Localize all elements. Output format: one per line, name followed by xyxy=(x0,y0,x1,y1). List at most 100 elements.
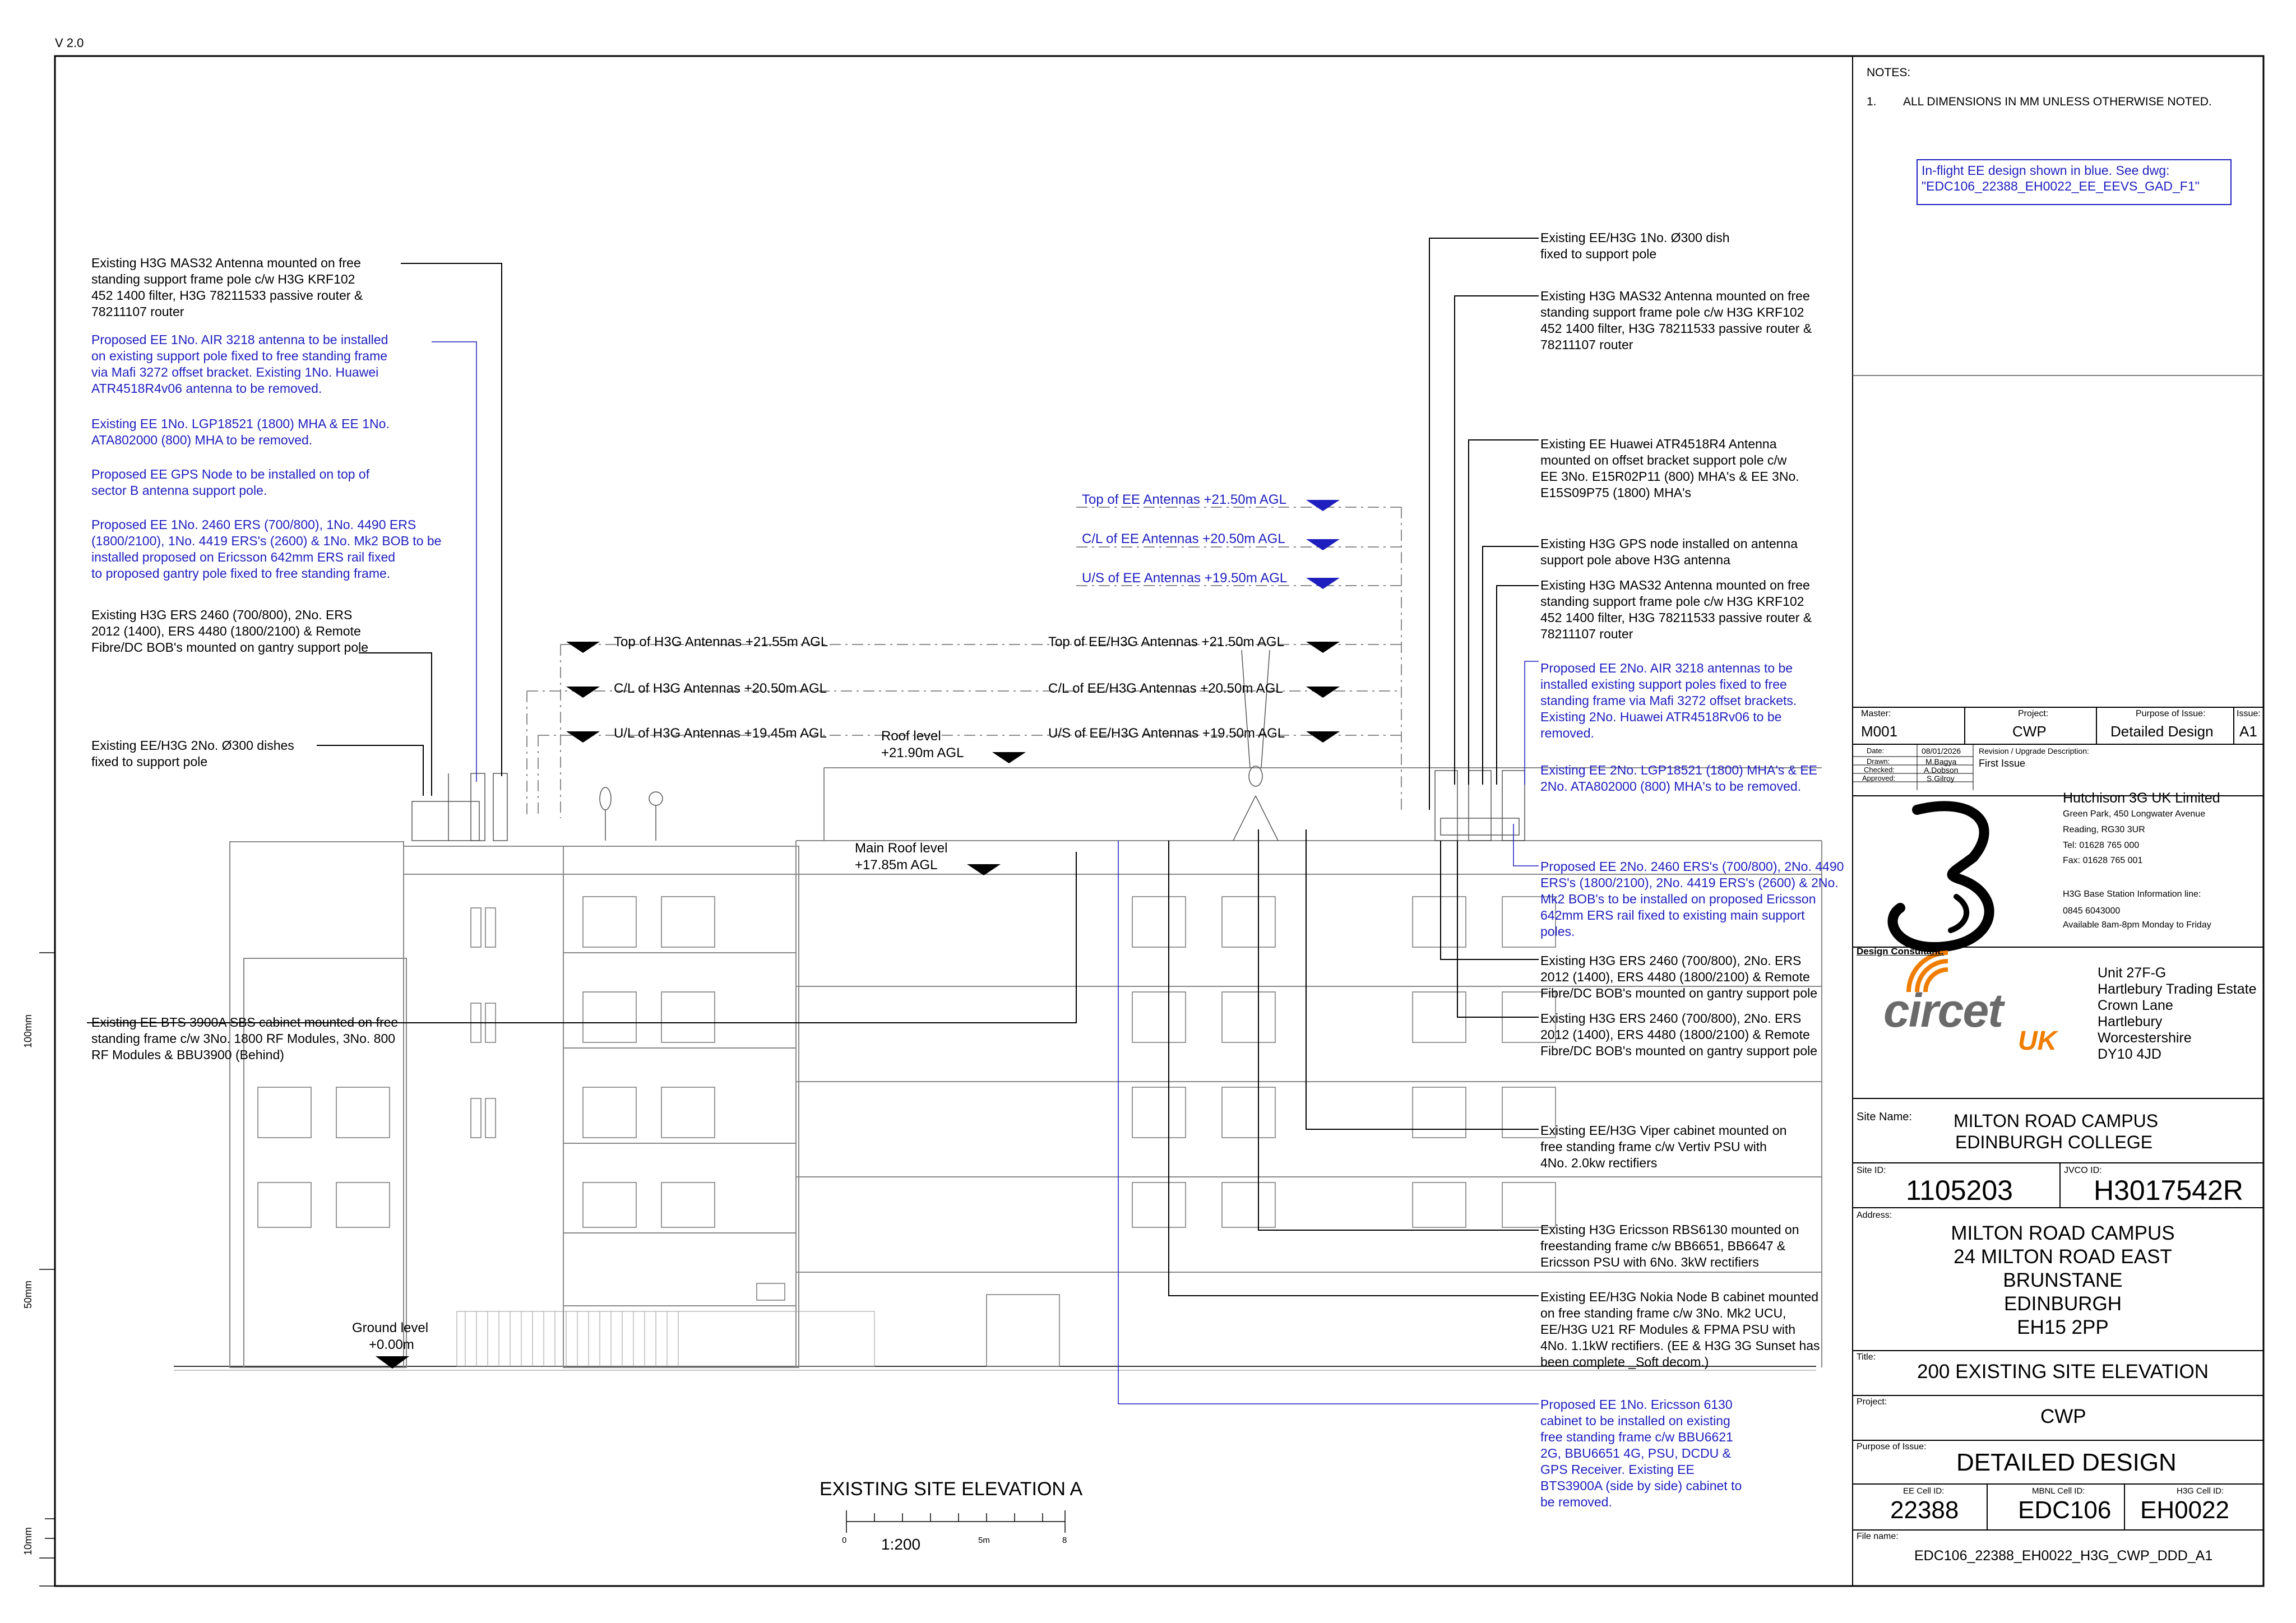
title-block-grid xyxy=(1853,707,2263,1531)
tb-file-label: File name: xyxy=(1857,1532,1899,1541)
level-h3g-top: Top of H3G Antennas +21.55m AGL xyxy=(614,634,828,650)
proposed-leader-lines xyxy=(432,159,2232,1404)
tb-site-name-label: Site Name: xyxy=(1857,1111,1912,1123)
tb-approved: S.Gilroy xyxy=(1927,774,1955,783)
level-eeh3g-us: U/S of EE/H3G Antennas +19.50m AGL xyxy=(1048,726,1285,741)
ruler-label-100: 100mm xyxy=(22,1014,34,1048)
annotation-mha-removal: Existing EE 1No. LGP18521 (1800) MHA & E… xyxy=(91,416,390,447)
tb-purpose2: DETAILED DESIGN xyxy=(1956,1449,2177,1476)
annotation-h3g-ers-right-2: Existing H3G ERS 2460 (700/800), 2No. ER… xyxy=(1540,1011,1818,1058)
annotation-proposed-ers-right: Proposed EE 2No. 2460 ERS's (700/800), 2… xyxy=(1540,859,1844,939)
circet-logo-arcs xyxy=(1906,950,1948,993)
annotation-proposed-ers: Proposed EE 1No. 2460 ERS (700/800), 1No… xyxy=(91,517,442,581)
tb-project2: CWP xyxy=(2040,1406,2086,1427)
elevation-title: EXISTING SITE ELEVATION A xyxy=(820,1478,1083,1500)
tb-info-phone: 0845 6043000 xyxy=(2063,906,2121,916)
building-outline xyxy=(229,767,1822,1368)
level-ground-value: +0.00m xyxy=(369,1337,414,1352)
annotation-h3g-ers-right-1: Existing H3G ERS 2460 (700/800), 2No. ER… xyxy=(1540,953,1818,1000)
approval-grid xyxy=(1853,744,1974,790)
annotation-h3g-mas32-right-2: Existing H3G MAS32 Antenna mounted on fr… xyxy=(1540,578,1812,641)
tb-fax: Fax: 01628 765 001 xyxy=(2063,856,2143,865)
circet-logo-uk: UK xyxy=(2018,1026,2057,1056)
ruler-label-10: 10mm xyxy=(22,1527,34,1555)
annotation-huawei-atr: Existing EE Huawei ATR4518R4 Antenna mou… xyxy=(1540,437,1799,500)
tb-address1: Green Park, 450 Longwater Avenue xyxy=(2063,809,2206,819)
level-main-roof-label: Main Roof level xyxy=(855,841,948,856)
scale-ruler xyxy=(39,952,55,1587)
tb-project2-label: Project: xyxy=(1857,1397,1887,1407)
annotation-dishes-left: Existing EE/H3G 2No. Ø300 dishes fixed t… xyxy=(91,738,294,769)
scale-tick-5: 5m xyxy=(978,1536,990,1545)
tb-project: CWP xyxy=(2012,723,2047,740)
tb-master-label: Master: xyxy=(1861,709,1891,718)
tb-h3g-cell-label: H3G Cell ID: xyxy=(2177,1486,2224,1496)
level-roof-value: +21.90m AGL xyxy=(881,745,964,761)
tb-project-label: Project: xyxy=(2018,709,2049,718)
scale-bar xyxy=(846,1510,1066,1533)
tb-issue: A1 xyxy=(2239,723,2257,740)
tb-site-name-1: MILTON ROAD CAMPUS xyxy=(1954,1111,2159,1131)
tb-address2: Reading, RG30 3UR xyxy=(2063,825,2145,834)
ruler-label-50: 50mm xyxy=(22,1280,34,1309)
tb-ee-cell: 22388 xyxy=(1890,1496,1959,1524)
level-ee-us: U/S of EE Antennas +19.50m AGL xyxy=(1082,571,1288,586)
level-markers xyxy=(376,500,1340,1369)
level-ee-cl: C/L of EE Antennas +20.50m AGL xyxy=(1082,531,1285,546)
tb-ee-cell-label: EE Cell ID: xyxy=(1903,1486,1945,1496)
annotation-dish-right: Existing EE/H3G 1No. Ø300 dish fixed to … xyxy=(1540,230,1730,261)
tb-title-label: Title: xyxy=(1857,1352,1876,1362)
tb-checked-label: Checked: xyxy=(1864,766,1895,774)
leader-lines xyxy=(87,238,1539,1296)
windows xyxy=(257,896,1556,1367)
drawing-frame xyxy=(54,55,2265,1587)
tb-purpose: Detailed Design xyxy=(2110,723,2214,740)
fence xyxy=(456,1311,875,1367)
tb-info-hours: Available 8am-8pm Monday to Friday xyxy=(2063,920,2211,930)
tb-rev: First Issue xyxy=(1979,758,2026,769)
version-label: V 2.0 xyxy=(55,36,84,50)
tb-purpose-label: Purpose of Issue: xyxy=(2136,709,2206,718)
tb-h3g-cell: EH0022 xyxy=(2140,1496,2230,1524)
tb-address: MILTON ROAD CAMPUS 24 MILTON ROAD EAST B… xyxy=(1951,1222,2175,1338)
annotation-viper-cabinet: Existing EE/H3G Viper cabinet mounted on… xyxy=(1540,1123,1787,1170)
annotation-rbs6130: Existing H3G Ericsson RBS6130 mounted on… xyxy=(1540,1222,1799,1269)
rooftop-equipment-right xyxy=(1233,650,1525,841)
tb-checked: A.Dobson xyxy=(1924,766,1959,775)
scale-tick-0: 0 xyxy=(842,1536,847,1545)
tb-drawn-label: Drawn: xyxy=(1867,757,1890,766)
annotation-gps-node: Proposed EE GPS Node to be installed on … xyxy=(91,467,370,498)
level-lines xyxy=(526,507,1402,818)
tb-title: 200 EXISTING SITE ELEVATION xyxy=(1917,1361,2209,1383)
inflight-note: In-flight EE design shown in blue. See d… xyxy=(1922,163,2200,193)
level-roof-label: Roof level xyxy=(881,729,941,744)
level-ground-label: Ground level xyxy=(352,1320,429,1336)
tb-purpose2-label: Purpose of Issue: xyxy=(1857,1442,1927,1452)
tb-jvco: H3017542R xyxy=(2094,1175,2243,1206)
tb-address-label: Address: xyxy=(1857,1211,1892,1220)
annotation-h3g-gps: Existing H3G GPS node installed on anten… xyxy=(1540,536,1798,567)
tb-file: EDC106_22388_EH0022_H3G_CWP_DDD_A1 xyxy=(1914,1548,2213,1564)
tb-date: 08/01/2026 xyxy=(1922,746,1961,755)
three-logo xyxy=(1887,801,1994,953)
tb-consultant-address: Unit 27F-G Hartlebury Trading Estate Cro… xyxy=(2098,965,2257,1062)
annotation-h3g-mas32-right-1: Existing H3G MAS32 Antenna mounted on fr… xyxy=(1540,289,1812,352)
tb-issue-label: Issue: xyxy=(2237,709,2261,718)
level-main-roof-value: +17.85m AGL xyxy=(855,857,938,873)
tb-rev-label: Revision / Upgrade Description: xyxy=(1979,746,2089,755)
tb-mbnl-label: MBNL Cell ID: xyxy=(2032,1486,2085,1496)
level-eeh3g-top: Top of EE/H3G Antennas +21.50m AGL xyxy=(1048,634,1284,650)
tb-jvco-label: JVCO ID: xyxy=(2064,1166,2102,1175)
annotation-proposed-air3218-right: Proposed EE 2No. AIR 3218 antennas to be… xyxy=(1540,661,1797,740)
annotation-nokia-node-b: Existing EE/H3G Nokia Node B cabinet mou… xyxy=(1540,1290,1820,1369)
level-h3g-ul: U/L of H3G Antennas +19.45m AGL xyxy=(614,726,827,741)
tb-site-id: 1105203 xyxy=(1906,1175,2013,1206)
tb-site-id-label: Site ID: xyxy=(1857,1166,1886,1175)
annotation-proposed-6130: Proposed EE 1No. Ericsson 6130 cabinet t… xyxy=(1540,1397,1742,1509)
rooftop-equipment-left xyxy=(411,773,663,841)
tb-date-label: Date: xyxy=(1867,746,1885,755)
level-h3g-cl: C/L of H3G Antennas +20.50m AGL xyxy=(614,681,827,696)
annotation-h3g-ers-left: Existing H3G ERS 2460 (700/800), 2No. ER… xyxy=(91,608,369,655)
tb-consultant-label: Design Consultant: xyxy=(1857,946,1944,957)
